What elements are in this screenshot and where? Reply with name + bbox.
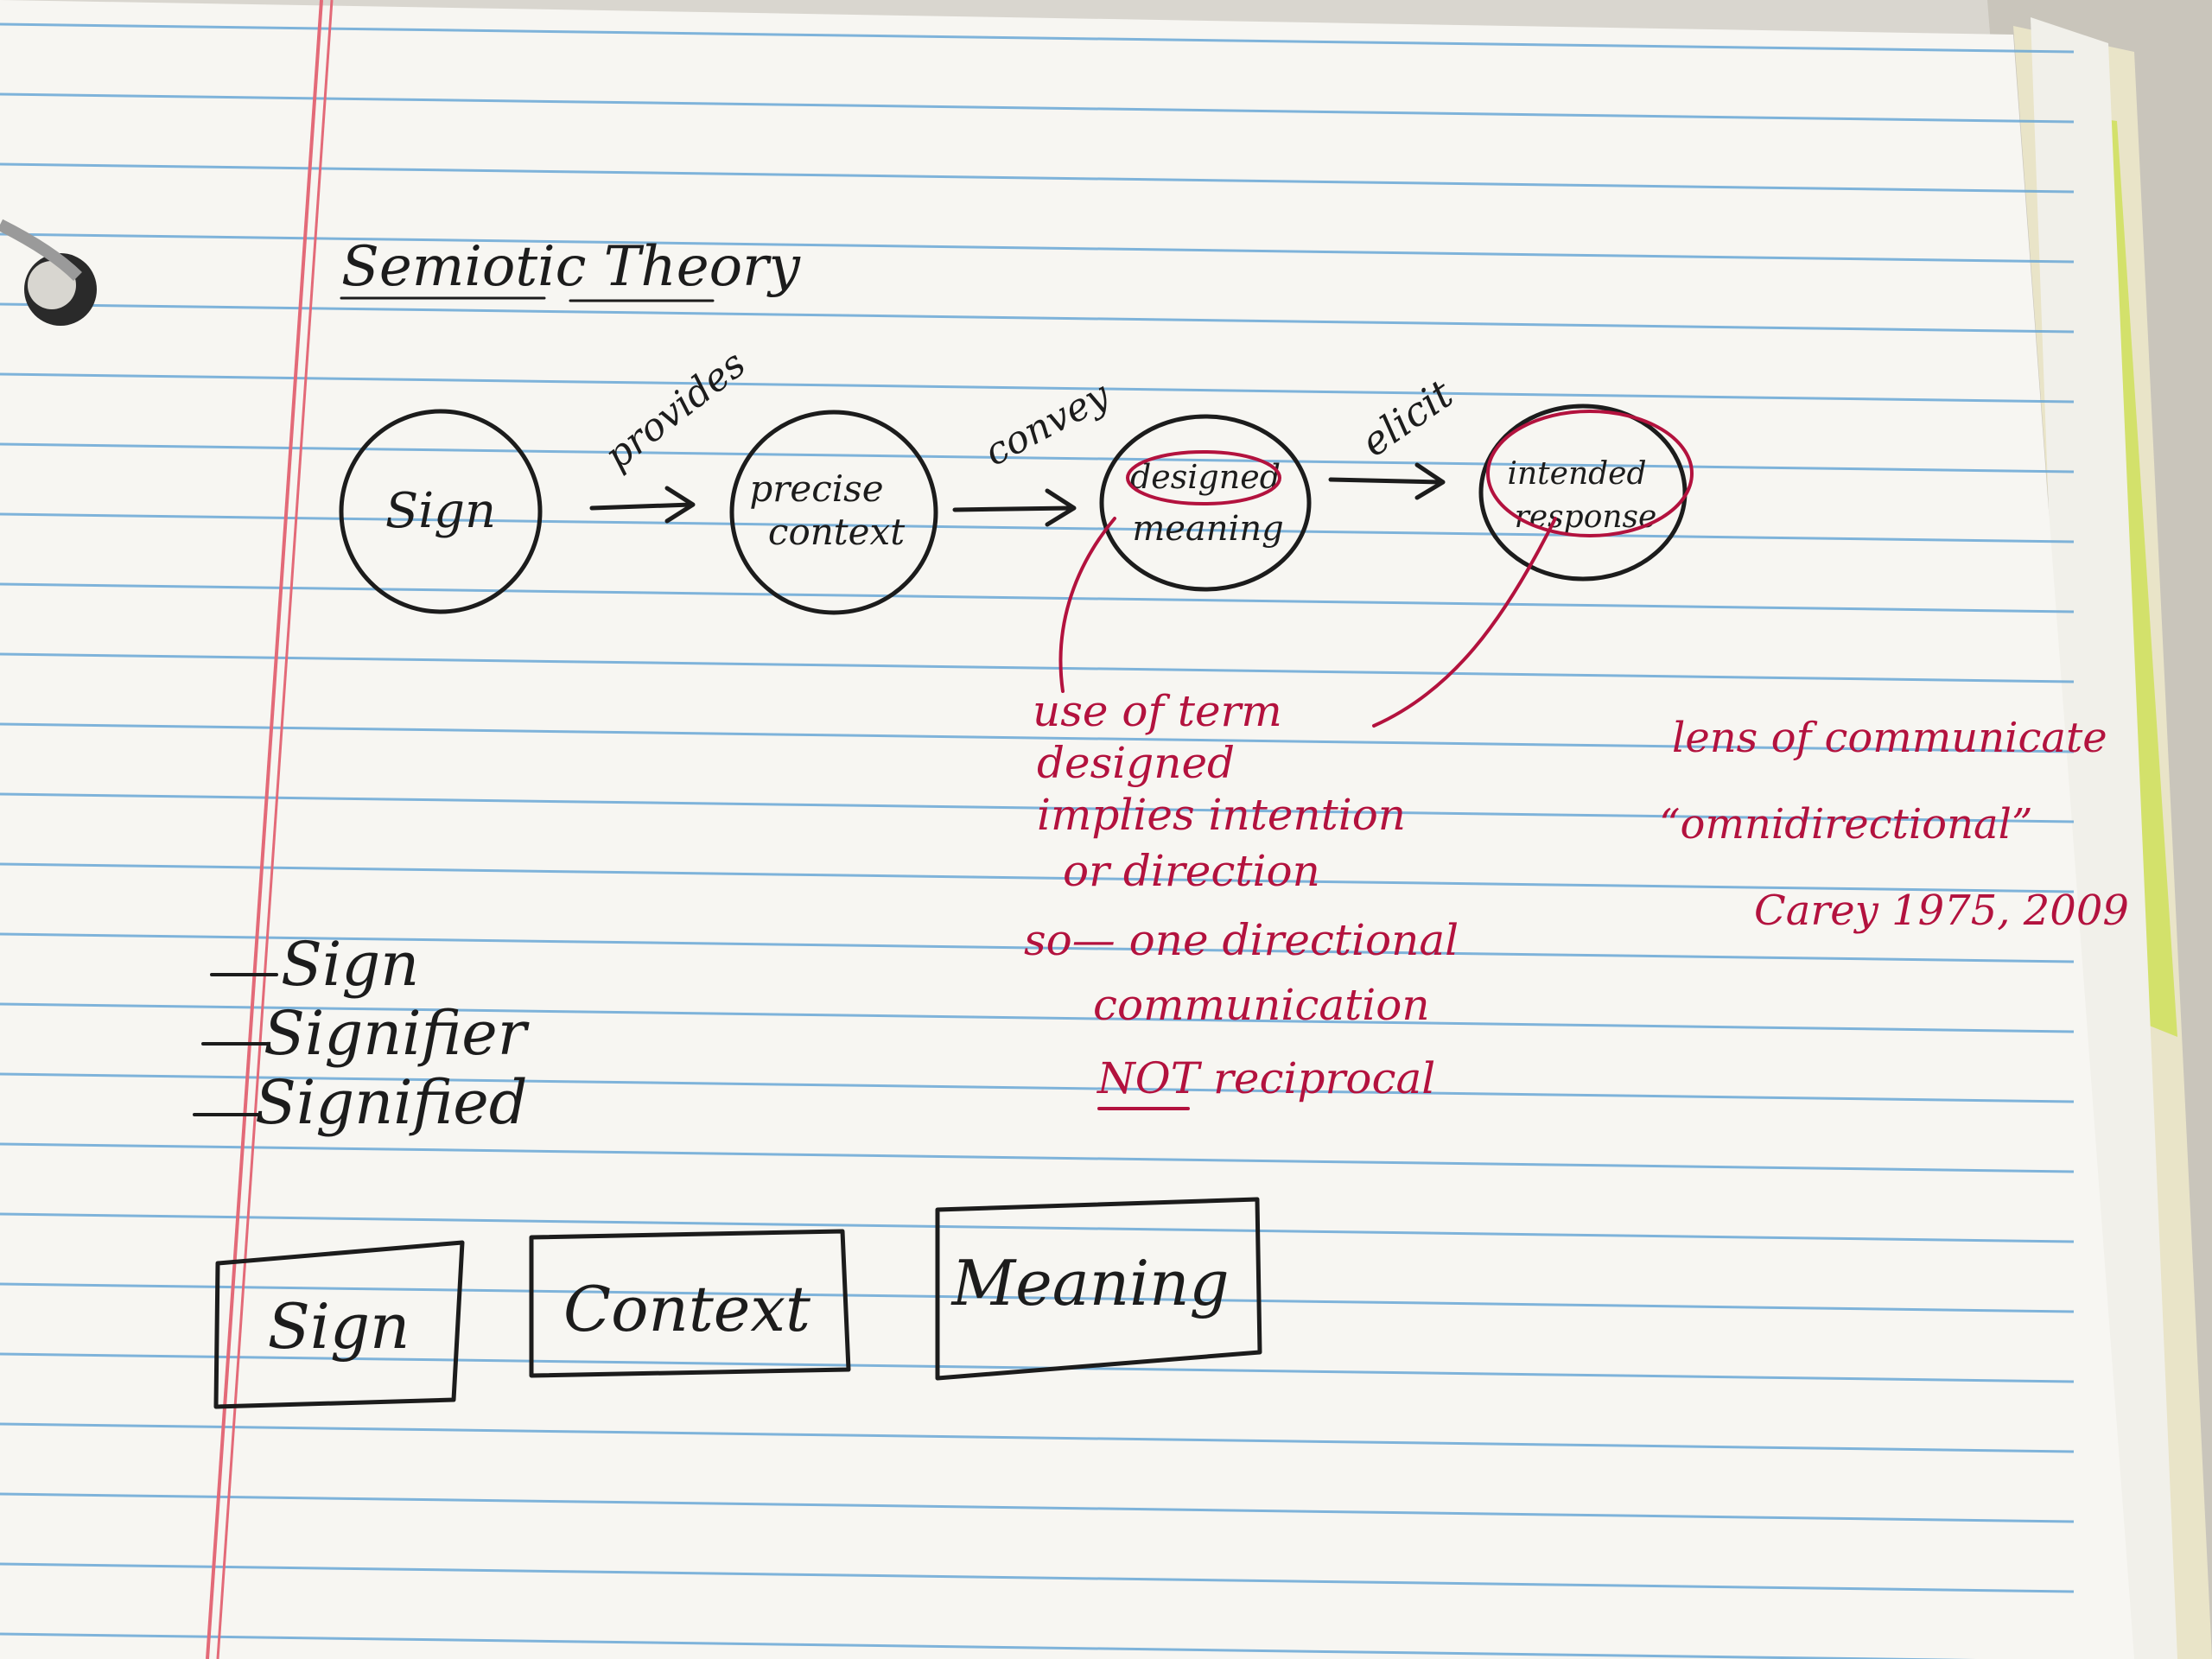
rule-line-21 <box>0 1492 2075 1523</box>
rule-line-18 <box>0 1282 2075 1313</box>
node-sign-label: Sign <box>385 483 496 539</box>
margin-line-1 <box>206 0 323 1659</box>
rule-line-11 <box>0 792 2075 823</box>
node-meaning-circle <box>1099 414 1312 592</box>
rule-line-5 <box>0 372 2075 404</box>
rule-line-2 <box>0 162 2075 194</box>
edge-elicit-arrowhead <box>1414 462 1446 500</box>
side-note-line-3: Carey 1975, 2009 <box>1754 887 2129 935</box>
node-meaning-label-1: designed <box>1130 458 1281 496</box>
rule-line-13 <box>0 932 2075 963</box>
edge-elicit-line <box>1328 477 1444 485</box>
side-note: lens of communicate “omnidirectional” Ca… <box>1659 714 2129 935</box>
node-sign: Sign <box>339 409 543 614</box>
edge-provides-arrowhead <box>664 486 696 524</box>
rule-line-20 <box>0 1422 2075 1453</box>
list-item-3: Signified <box>255 1067 528 1138</box>
box-sign-label: Sign <box>268 1290 410 1363</box>
list-item-1: Sign <box>281 929 419 1000</box>
box-context-label: Context <box>563 1273 811 1345</box>
node-context-circle <box>729 410 938 615</box>
rule-line-17 <box>0 1212 2075 1243</box>
rule-line-7 <box>0 512 2075 543</box>
rule-line-3 <box>0 232 2075 264</box>
node-context: precise context <box>729 410 938 615</box>
box-meaning-label: Meaning <box>950 1247 1229 1319</box>
node-meaning: designed meaning <box>1099 414 1312 592</box>
page-title: Semiotic Theory <box>341 235 801 299</box>
note-line-4: or direction <box>1063 846 1320 896</box>
note-line-5: so— one directional <box>1024 915 1459 965</box>
node-meaning-label-2: meaning <box>1132 509 1283 549</box>
node-context-label-2: context <box>768 511 905 553</box>
rule-line-8 <box>0 582 2075 613</box>
side-note-line-2: “omnidirectional” <box>1659 800 2033 849</box>
rule-line-14 <box>0 1002 2075 1033</box>
ring-hole-inner <box>28 261 76 309</box>
edge-provides-line <box>589 502 694 511</box>
note-connector-left <box>1058 517 1116 693</box>
box-meaning: Meaning <box>935 1197 1262 1381</box>
box-context: Context <box>529 1229 851 1378</box>
rule-line-6 <box>0 442 2075 474</box>
rule-line-0 <box>0 22 2075 54</box>
ruled-lines <box>0 22 2075 1659</box>
note-line-7: NOT reciprocal <box>1096 1053 1435 1103</box>
annotation-note: use of term designed implies intention o… <box>1024 686 1459 1110</box>
rule-line-23 <box>0 1632 1977 1659</box>
rule-line-4 <box>0 302 2075 334</box>
response-circled-red <box>1486 410 1694 537</box>
node-response: intended response <box>1478 404 1694 582</box>
term-list: Sign Signifier Signified <box>193 929 530 1138</box>
node-response-circle <box>1478 404 1688 582</box>
rule-line-15 <box>0 1072 2075 1103</box>
margin-lines <box>206 0 334 1659</box>
rule-line-9 <box>0 652 2075 683</box>
node-sign-circle <box>339 409 543 614</box>
box-sign: Sign <box>213 1240 465 1409</box>
rule-line-12 <box>0 862 2075 893</box>
rule-line-19 <box>0 1352 2075 1383</box>
back-sheet <box>2031 17 2177 1659</box>
paper-stack <box>1987 0 2212 1659</box>
designed-circled-red <box>1126 450 1281 505</box>
edge-convey-arrowhead <box>1045 488 1077 527</box>
note-line-3: implies intention <box>1037 790 1406 840</box>
box-sign-frame <box>213 1240 465 1409</box>
rule-line-22 <box>0 1562 2075 1593</box>
edge-convey-line <box>952 505 1074 512</box>
note-line-1: use of term <box>1033 686 1282 736</box>
margin-line-2 <box>216 0 334 1659</box>
rule-line-10 <box>0 722 2075 753</box>
box-context-frame <box>529 1229 851 1378</box>
ring-metal <box>0 219 82 281</box>
note-line-6: communication <box>1093 980 1430 1030</box>
side-note-line-1: lens of communicate <box>1672 714 2107 762</box>
list-item-2: Signifier <box>264 998 530 1069</box>
node-response-label-1: intended <box>1507 456 1646 492</box>
binder-ring <box>0 219 97 326</box>
box-meaning-frame <box>935 1197 1262 1381</box>
note-connector-right <box>1372 517 1557 728</box>
node-context-label-1: precise <box>749 467 883 510</box>
rule-line-1 <box>0 92 2075 124</box>
note-line-2: designed <box>1037 738 1235 788</box>
rule-line-16 <box>0 1142 2075 1173</box>
